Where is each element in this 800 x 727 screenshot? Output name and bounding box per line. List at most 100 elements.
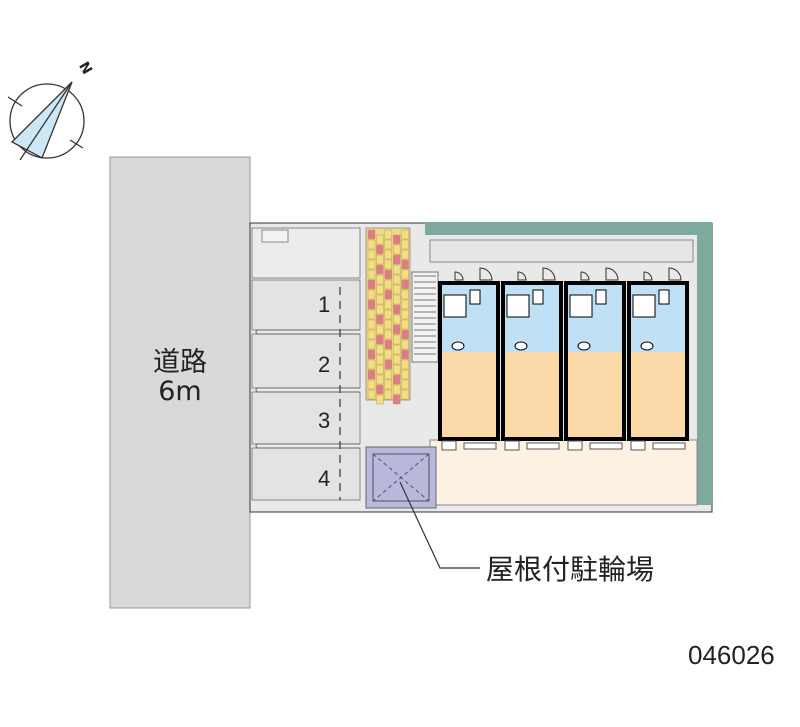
brick	[392, 274, 401, 285]
building-yard	[429, 439, 698, 506]
brick	[401, 299, 409, 310]
parking-slot-2: 2	[318, 352, 331, 377]
brick	[376, 364, 384, 375]
brick	[384, 379, 393, 390]
bike-shelter	[365, 446, 437, 509]
brick	[401, 339, 409, 350]
brick	[392, 254, 401, 265]
brick	[401, 279, 409, 290]
brick	[367, 249, 376, 260]
brick	[367, 339, 376, 350]
apartment-units	[438, 267, 689, 451]
brick	[384, 239, 393, 250]
brick	[392, 314, 401, 325]
brick	[392, 334, 401, 345]
parking-area	[251, 227, 361, 501]
brick	[392, 304, 401, 315]
brick	[384, 359, 393, 370]
brick	[392, 384, 401, 395]
stairs	[411, 271, 439, 363]
brick	[384, 349, 393, 360]
brick	[401, 289, 409, 300]
brick	[384, 229, 393, 240]
brick	[401, 389, 409, 400]
unit-4	[627, 267, 689, 451]
brick	[384, 339, 393, 350]
road-width: 6m	[158, 376, 202, 407]
brick	[367, 369, 376, 380]
brick	[384, 299, 393, 310]
brick	[384, 329, 393, 340]
brick	[367, 359, 376, 370]
parking-slot-3: 3	[318, 408, 331, 433]
brick	[367, 329, 376, 340]
brick	[367, 319, 376, 330]
north-arrow-icon	[7, 81, 85, 161]
brick	[376, 264, 384, 275]
brick	[384, 259, 393, 270]
brick	[367, 289, 376, 300]
brick	[367, 379, 376, 390]
brick	[401, 329, 409, 340]
brick	[384, 309, 393, 320]
brick	[401, 249, 409, 260]
brick	[376, 304, 384, 315]
brick	[367, 229, 376, 240]
brick	[392, 344, 401, 355]
brick	[401, 269, 409, 280]
brick	[401, 319, 409, 330]
brick-pattern	[367, 229, 409, 405]
brick	[401, 229, 409, 240]
brick	[367, 279, 376, 290]
brick	[376, 384, 384, 395]
brick	[392, 284, 401, 295]
brick	[384, 279, 393, 290]
bike-shelter-label: 屋根付駐輪場	[486, 553, 655, 586]
brick	[367, 389, 376, 400]
brick	[367, 299, 376, 310]
brick	[384, 319, 393, 330]
brick	[401, 369, 409, 380]
brick	[401, 359, 409, 370]
brick	[367, 309, 376, 320]
brick	[376, 344, 384, 355]
brick	[376, 274, 384, 285]
brick	[392, 354, 401, 365]
brick	[384, 249, 393, 260]
brick	[401, 309, 409, 320]
brick	[376, 234, 384, 245]
brick	[376, 334, 384, 345]
brick	[401, 259, 409, 270]
brick	[384, 389, 393, 400]
brick	[376, 294, 384, 305]
brick	[376, 244, 384, 255]
unit-3	[564, 267, 626, 451]
brick	[401, 379, 409, 390]
brick	[367, 269, 376, 280]
brick	[376, 354, 384, 365]
brick	[367, 349, 376, 360]
brick	[401, 239, 409, 250]
brick	[392, 264, 401, 275]
brick	[367, 239, 376, 250]
brick	[367, 259, 376, 270]
road-name: 道路	[153, 347, 207, 378]
brick	[392, 374, 401, 385]
brick	[392, 324, 401, 335]
parking-slot-1: 1	[318, 292, 331, 317]
brick	[384, 289, 393, 300]
brick	[384, 269, 393, 280]
brick	[392, 294, 401, 305]
parking-slot-4: 4	[318, 466, 331, 491]
brick	[376, 374, 384, 385]
brick	[392, 244, 401, 255]
road	[109, 156, 251, 609]
brick	[384, 369, 393, 380]
unit-1	[438, 267, 500, 451]
brick	[392, 394, 401, 405]
brick	[376, 284, 384, 295]
brick	[376, 254, 384, 265]
brick	[376, 314, 384, 325]
